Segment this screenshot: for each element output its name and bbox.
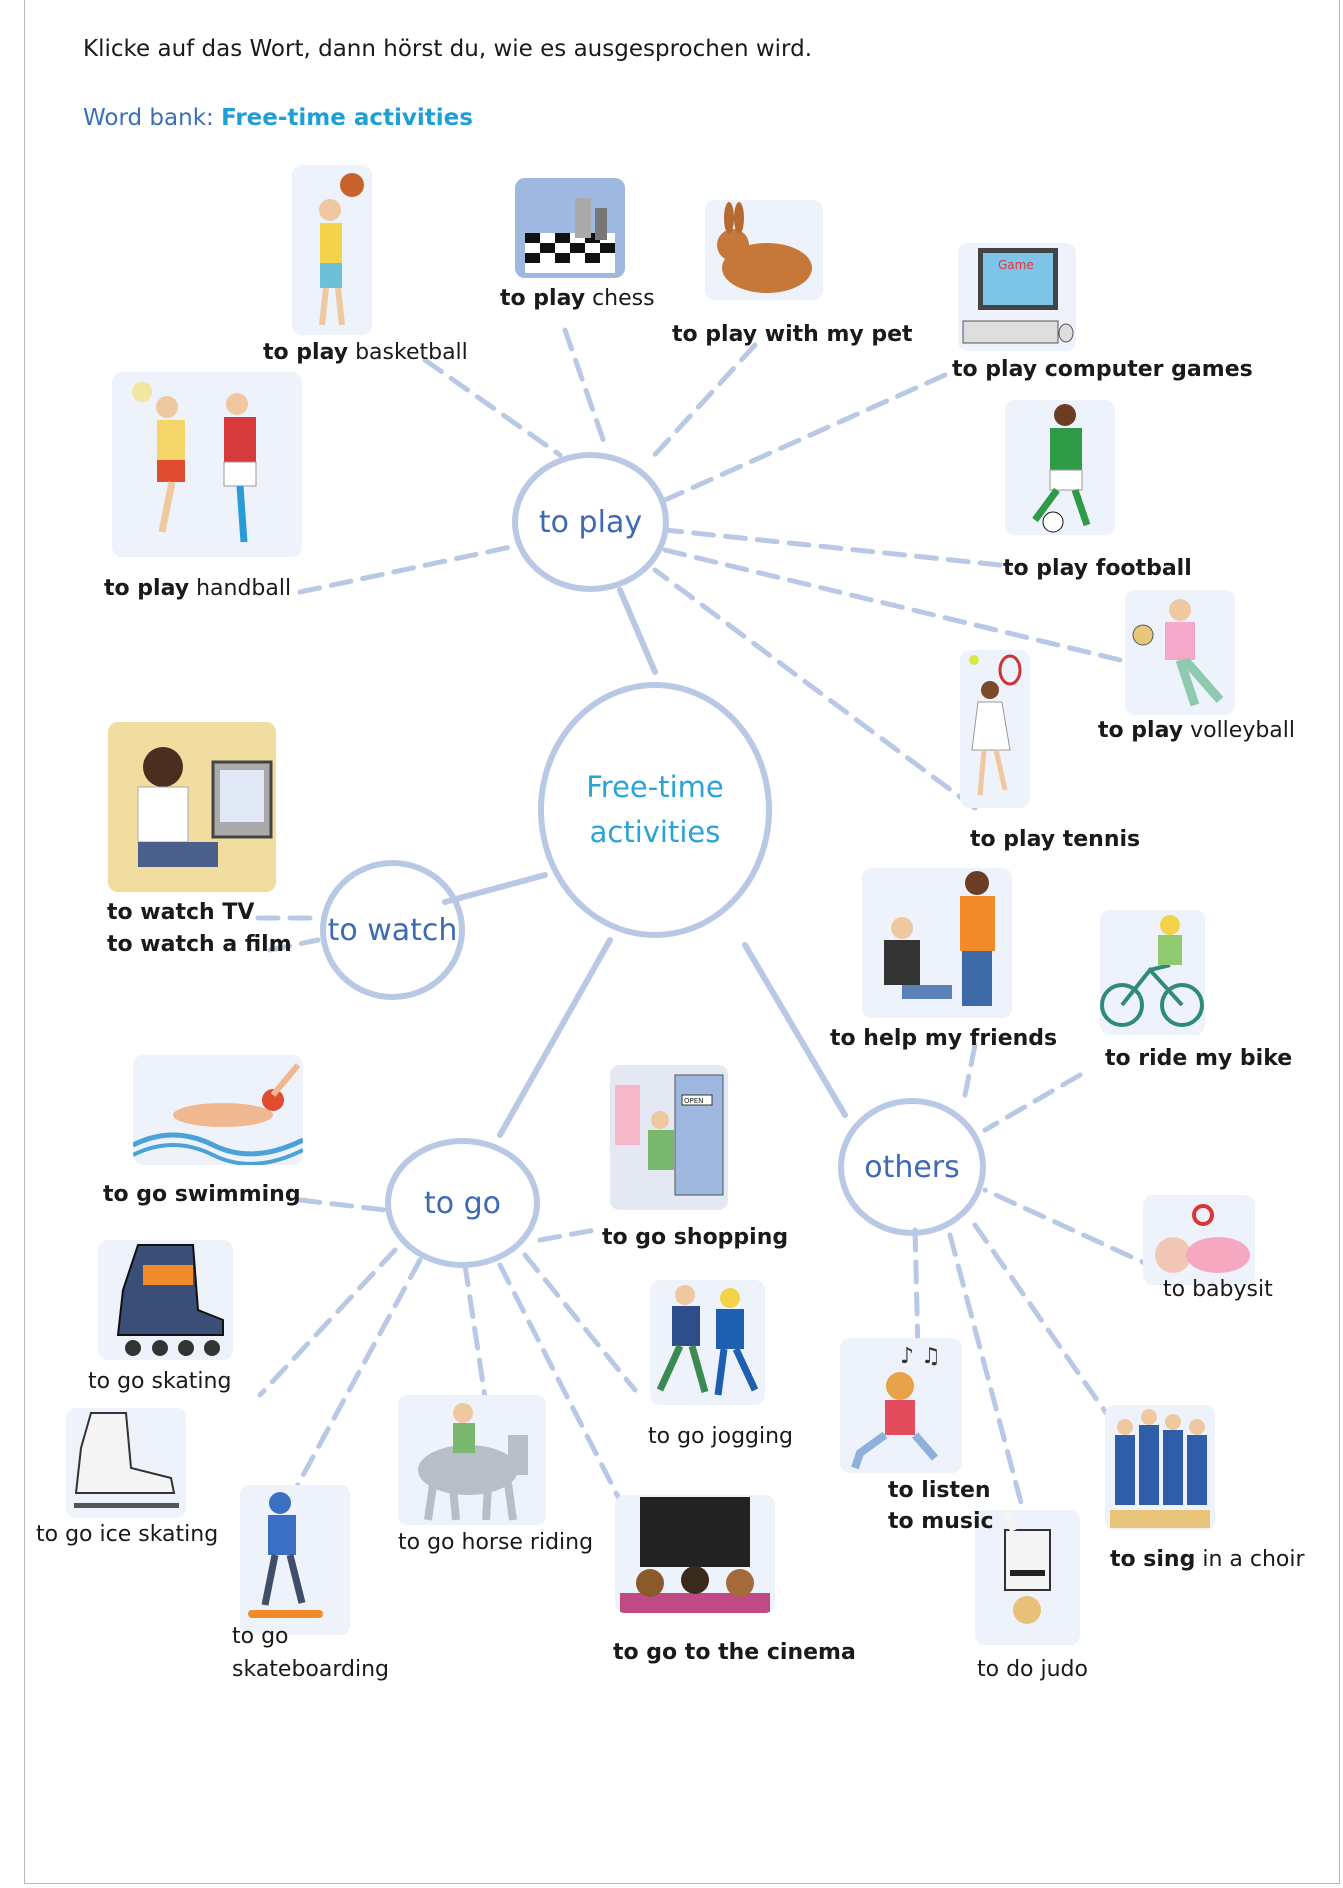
word-judo[interactable]: to do judo (977, 1657, 1088, 1682)
hub-to-play[interactable]: to play (512, 452, 669, 592)
word-volleyball[interactable]: to play volleyball (1098, 718, 1296, 743)
word-skateboarding-2[interactable]: skateboarding (232, 1657, 390, 1682)
word-computer-games[interactable]: to play computer games (952, 357, 1253, 382)
word-shopping[interactable]: to go shopping (602, 1225, 789, 1250)
word-sing-choir[interactable]: to sing in a choir (1110, 1547, 1305, 1572)
word-watch-tv[interactable]: to watch TV (107, 900, 255, 925)
word-football[interactable]: to play football (1003, 556, 1192, 581)
skateboarding-picture (240, 1485, 350, 1635)
listen-music-picture: ♪ ♫ (840, 1338, 962, 1473)
word-chess[interactable]: to play chess (500, 286, 655, 311)
hub-to-go[interactable]: to go (385, 1138, 540, 1268)
word-ice-skating[interactable]: to go ice skating (36, 1522, 219, 1547)
word-swimming[interactable]: to go swimming (103, 1182, 301, 1207)
instruction-text: Klicke auf das Wort, dann hörst du, wie … (83, 36, 813, 62)
center-line2: activities (589, 815, 721, 849)
svg-text:♪ ♫: ♪ ♫ (900, 1344, 941, 1369)
word-play-with-pet[interactable]: to play with my pet (672, 322, 913, 347)
page-frame (24, 0, 1340, 1884)
watch-tv-picture (108, 722, 276, 892)
ice-skates-picture (66, 1408, 186, 1518)
help-friends-picture (862, 868, 1012, 1018)
word-bank-title: Free-time activities (221, 105, 473, 131)
horse-riding-picture (398, 1395, 546, 1525)
shopping-picture: OPEN (610, 1065, 728, 1210)
tennis-picture (960, 650, 1030, 808)
word-babysit[interactable]: to babysit (1163, 1277, 1273, 1302)
word-listen-music-1[interactable]: to listen (888, 1478, 991, 1503)
hub-to-watch[interactable]: to watch (320, 860, 465, 1000)
volleyball-picture (1125, 590, 1235, 715)
word-basketball[interactable]: to play basketball (263, 340, 468, 365)
hub-others[interactable]: others (838, 1098, 986, 1236)
handball-picture (112, 372, 302, 557)
open-sign-text: OPEN (684, 1097, 703, 1105)
word-horse-riding[interactable]: to go horse riding (398, 1530, 594, 1555)
word-help-friends[interactable]: to help my friends (830, 1026, 1058, 1051)
basketball-picture (292, 165, 372, 335)
word-bank-heading: Word bank: Free-time activities (83, 105, 473, 131)
word-jogging[interactable]: to go jogging (648, 1424, 794, 1449)
word-skateboarding-1[interactable]: to go (232, 1624, 289, 1649)
swimming-picture (133, 1055, 303, 1165)
word-listen-music-2[interactable]: to music (888, 1509, 994, 1534)
rabbit-picture (705, 200, 823, 300)
chess-picture (515, 178, 625, 278)
inline-skates-picture (98, 1240, 233, 1360)
choir-picture (1105, 1405, 1215, 1530)
word-handball[interactable]: to play handball (104, 576, 292, 601)
word-skating[interactable]: to go skating (88, 1369, 232, 1394)
word-ride-bike[interactable]: to ride my bike (1105, 1046, 1293, 1071)
word-cinema[interactable]: to go to the cinema (613, 1640, 856, 1665)
cinema-picture (615, 1495, 775, 1613)
computer-picture: Game (958, 243, 1076, 351)
judo-picture (975, 1510, 1080, 1645)
jogging-picture (650, 1280, 765, 1405)
baby-picture (1143, 1195, 1255, 1285)
bike-picture (1100, 910, 1205, 1035)
word-tennis[interactable]: to play tennis (970, 827, 1141, 852)
football-picture (1005, 400, 1115, 535)
center-hub[interactable]: Free-time activities (538, 682, 772, 938)
word-watch-film[interactable]: to watch a film (107, 932, 292, 957)
center-line1: Free-time (586, 770, 724, 805)
game-screen-text: Game (998, 258, 1034, 272)
